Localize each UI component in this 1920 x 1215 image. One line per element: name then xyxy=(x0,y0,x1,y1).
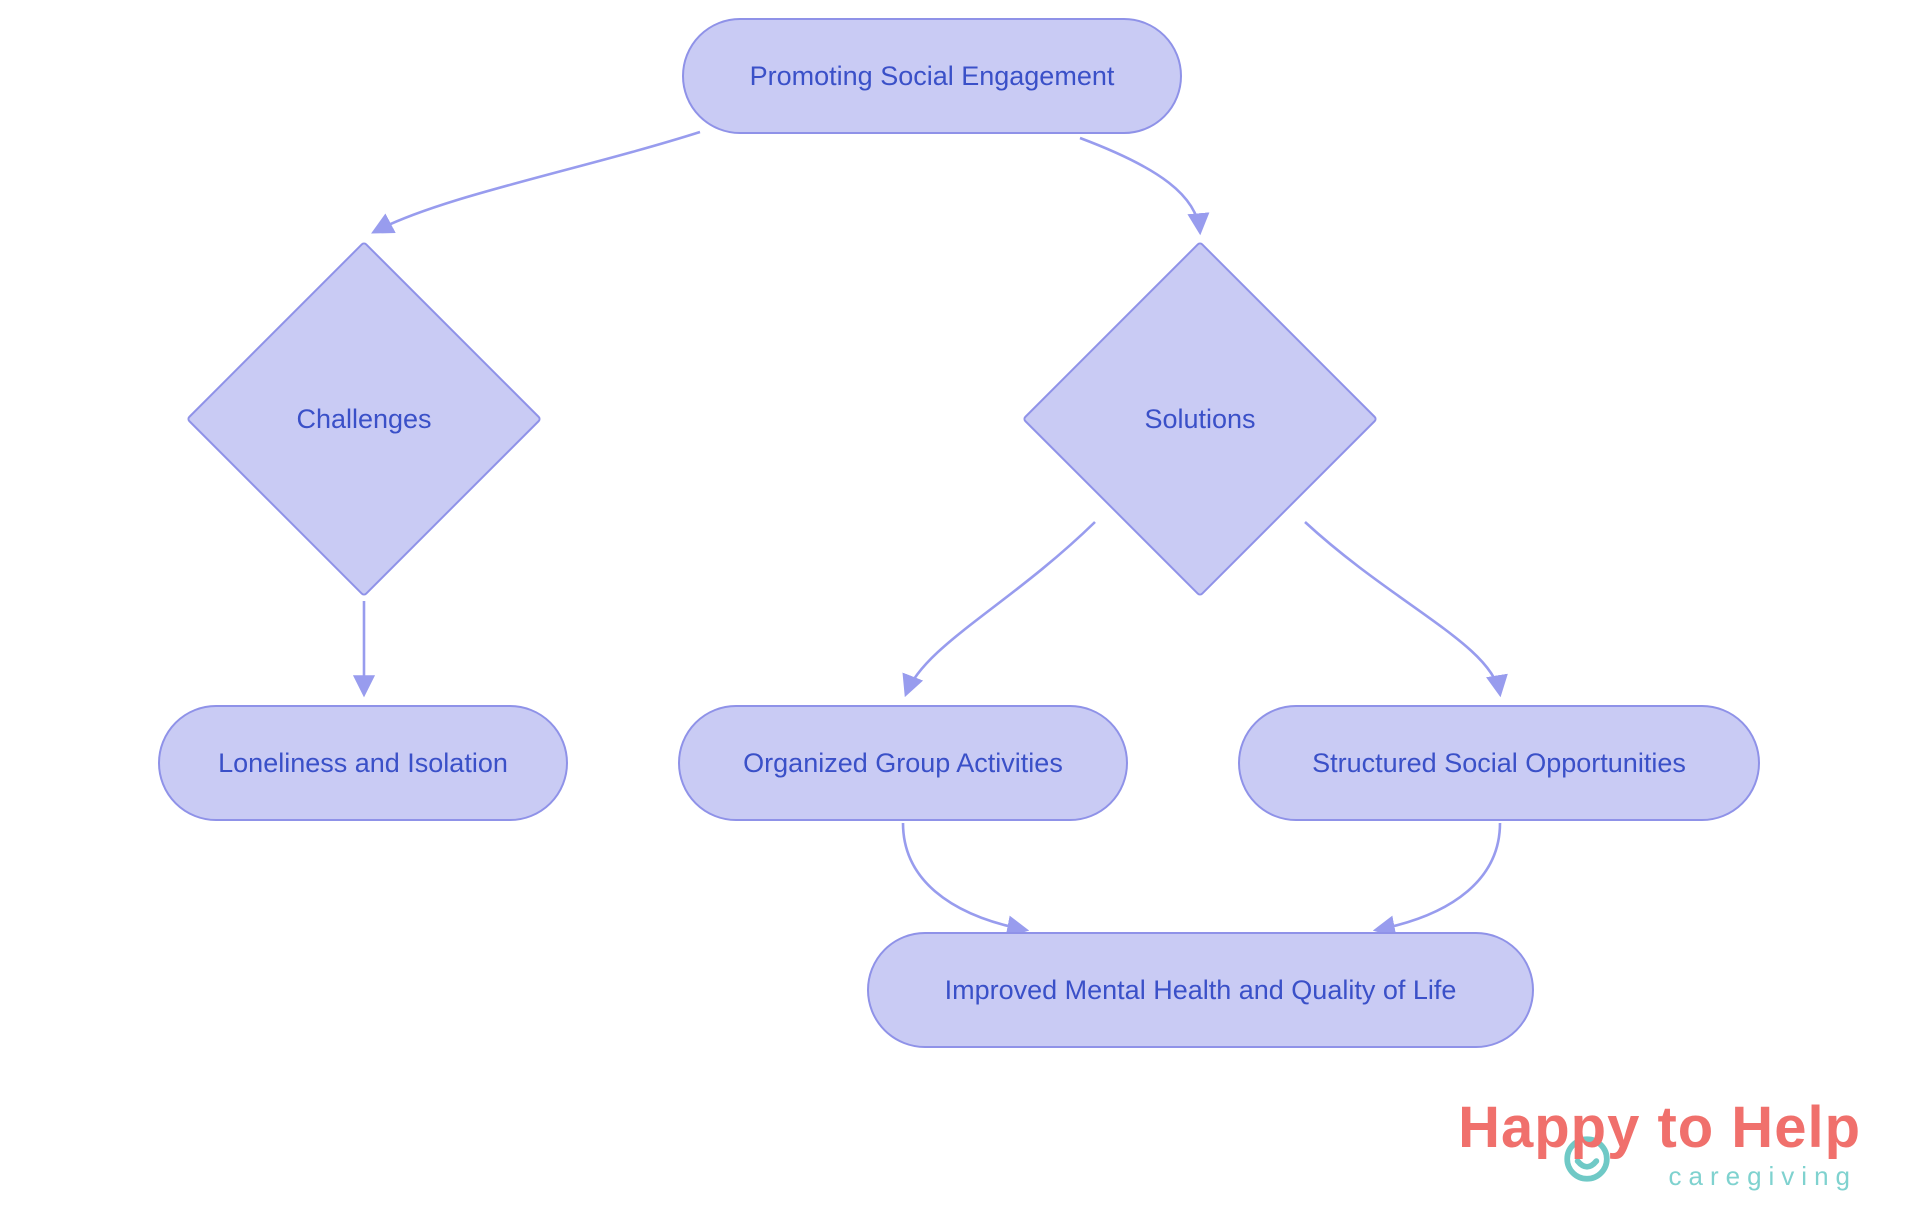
node-label: Organized Group Activities xyxy=(743,747,1063,778)
edge-solutions-structured xyxy=(1304,521,1508,698)
happy-to-help-logo: Happy to Help caregiving xyxy=(1458,1095,1861,1192)
node-organized-group-activities: Organized Group Activities xyxy=(678,705,1128,821)
edge-root-solutions xyxy=(1079,136,1210,236)
node-structured-social-opportunities: Structured Social Opportunities xyxy=(1238,705,1760,821)
edge-structured-improved xyxy=(1372,822,1502,938)
edge-organized-improved xyxy=(901,822,1030,938)
node-label: Challenges xyxy=(296,403,432,434)
edge-root-challenges xyxy=(371,130,701,234)
node-challenges: Challenges xyxy=(184,239,544,599)
node-label: Loneliness and Isolation xyxy=(218,747,508,778)
node-promoting-social-engagement: Promoting Social Engagement xyxy=(682,18,1182,134)
node-label: Solutions xyxy=(1144,403,1256,434)
logo-subtitle: caregiving xyxy=(1668,1161,1857,1191)
logo-title: Happy to Help xyxy=(1458,1095,1861,1161)
node-label: Promoting Social Engagement xyxy=(749,60,1115,91)
node-label: Improved Mental Health and Quality of Li… xyxy=(944,974,1457,1005)
node-solutions: Solutions xyxy=(1020,239,1380,599)
node-label: Structured Social Opportunities xyxy=(1312,747,1686,778)
edge-solutions-organized xyxy=(902,521,1096,698)
smiley-face-icon xyxy=(1564,1136,1610,1182)
node-loneliness-and-isolation: Loneliness and Isolation xyxy=(158,705,568,821)
node-improved-mental-health: Improved Mental Health and Quality of Li… xyxy=(867,932,1534,1048)
